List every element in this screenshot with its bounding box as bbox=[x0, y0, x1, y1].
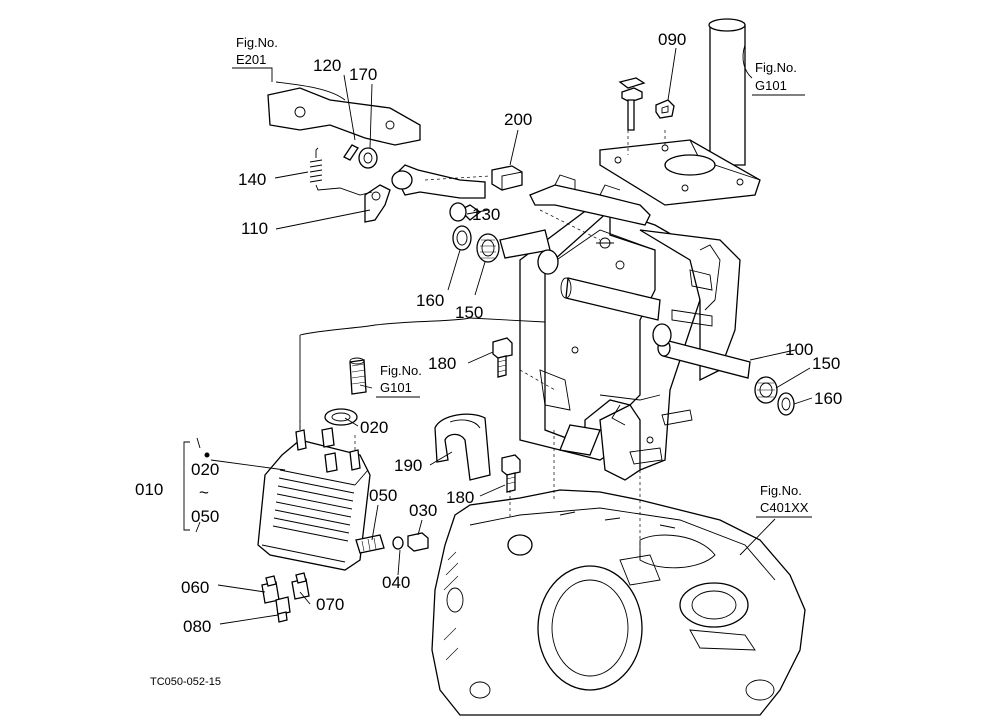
cross-shaft bbox=[560, 277, 661, 321]
label-130: 130 bbox=[472, 205, 500, 224]
fitting-050 bbox=[355, 534, 385, 554]
pin-120 bbox=[343, 144, 359, 161]
bolt-nut-090 bbox=[618, 77, 675, 131]
ref-e201-code: E201 bbox=[236, 52, 266, 67]
label-100: 100 bbox=[785, 340, 813, 359]
washer-170 bbox=[358, 147, 378, 169]
ref-c401-title: Fig.No. bbox=[760, 483, 802, 498]
label-080: 080 bbox=[183, 617, 211, 636]
label-070: 070 bbox=[316, 595, 344, 614]
label-120: 120 bbox=[313, 56, 341, 75]
ref-g101-top-code: G101 bbox=[755, 78, 787, 93]
spline-shaft bbox=[349, 357, 367, 395]
label-090: 090 bbox=[658, 30, 686, 49]
label-010: 010 bbox=[135, 480, 163, 499]
transmission-case bbox=[431, 489, 806, 716]
fitting-060 bbox=[261, 575, 280, 604]
label-190: 190 bbox=[394, 456, 422, 475]
ref-e201-title: Fig.No. bbox=[236, 35, 278, 50]
shaft-100 bbox=[652, 323, 751, 379]
label-140: 140 bbox=[238, 170, 266, 189]
ref-g101-top-title: Fig.No. bbox=[755, 60, 797, 75]
bearing-150-right bbox=[754, 376, 778, 404]
label-range-tilde: ~ bbox=[199, 483, 209, 502]
cover-190 bbox=[434, 413, 491, 481]
label-050-range-end: 050 bbox=[191, 507, 219, 526]
bolt-180-top bbox=[492, 337, 513, 378]
fitting-070 bbox=[291, 572, 310, 600]
bolt-180-bottom bbox=[501, 454, 521, 493]
seal-020 bbox=[324, 408, 358, 426]
seal-160-right bbox=[777, 392, 795, 416]
label-150-left: 150 bbox=[455, 303, 483, 322]
valve-body bbox=[257, 420, 371, 571]
label-050: 050 bbox=[369, 486, 397, 505]
ref-g101-mid-title: Fig.No. bbox=[380, 363, 422, 378]
leader-lines bbox=[210, 44, 813, 625]
label-170: 170 bbox=[349, 65, 377, 84]
label-020: 020 bbox=[360, 418, 388, 437]
label-180-top: 180 bbox=[428, 354, 456, 373]
part-labels: 010 020 ~ 050 020 030 040 050 060 070 08… bbox=[135, 30, 842, 636]
fitting-080 bbox=[275, 596, 291, 623]
plug-030 bbox=[407, 532, 429, 552]
label-040: 040 bbox=[382, 573, 410, 592]
label-160-right: 160 bbox=[814, 389, 842, 408]
bracket-frame bbox=[519, 199, 741, 481]
label-020-range-start: 020 bbox=[191, 460, 219, 479]
pedal-arm bbox=[267, 87, 559, 275]
label-180-bottom: 180 bbox=[446, 488, 474, 507]
figure-references: Fig.No. E201 Fig.No. G101 Fig.No. G101 F… bbox=[232, 35, 812, 518]
label-030: 030 bbox=[409, 501, 437, 520]
label-060: 060 bbox=[181, 578, 209, 597]
upper-bracket bbox=[529, 174, 651, 249]
drawing-code: TC050-052-15 bbox=[150, 676, 221, 688]
ref-g101-mid-code: G101 bbox=[380, 380, 412, 395]
label-200: 200 bbox=[504, 110, 532, 129]
group-bracket-010 bbox=[183, 437, 210, 533]
label-150-right: 150 bbox=[812, 354, 840, 373]
pad-200 bbox=[491, 165, 523, 191]
bearing-150-left bbox=[476, 233, 500, 263]
label-160-left: 160 bbox=[416, 291, 444, 310]
ref-c401-code: C401XX bbox=[760, 500, 809, 515]
oring-040 bbox=[392, 536, 404, 550]
label-110: 110 bbox=[241, 219, 268, 238]
spring-140 bbox=[309, 147, 373, 196]
steering-column bbox=[599, 18, 761, 206]
collar-130 bbox=[449, 202, 467, 222]
seal-160-left bbox=[452, 225, 472, 251]
